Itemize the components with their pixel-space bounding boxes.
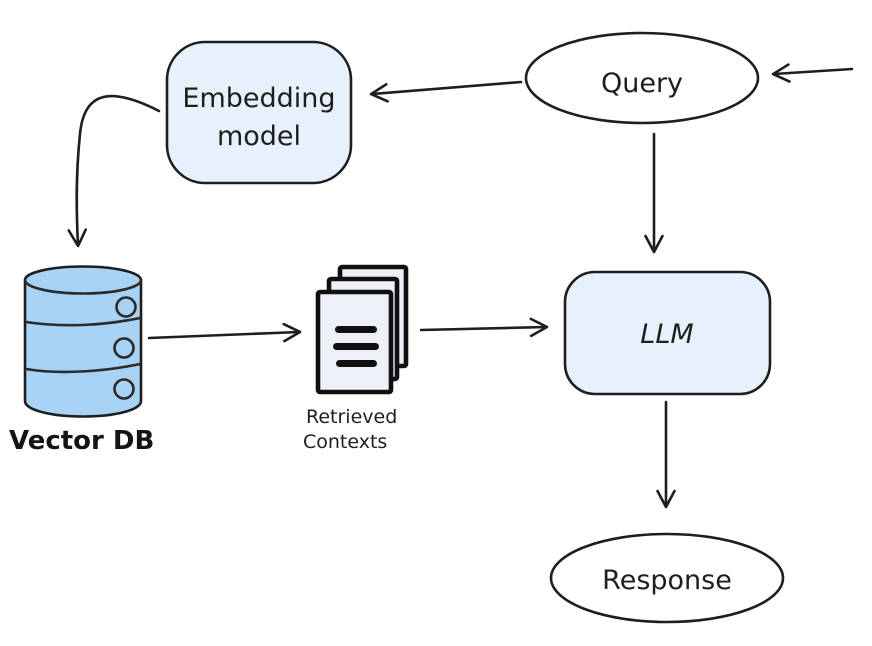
embedding-model-box bbox=[165, 40, 353, 185]
retrieved-contexts-node: Retrieved Contexts bbox=[303, 264, 409, 453]
arrow-external-to-query bbox=[771, 63, 854, 83]
arrow-embedding-model-to-vector-db bbox=[67, 94, 161, 248]
query-node: Query bbox=[524, 31, 760, 125]
vector-db-node: Vector DB bbox=[9, 265, 154, 456]
document-text-line-2 bbox=[333, 343, 379, 350]
query-label: Query bbox=[601, 68, 683, 99]
cylinder-divider-2 bbox=[24, 362, 142, 374]
arrow-retrieved-contexts-to-llm bbox=[419, 317, 549, 338]
cylinder-top-lid bbox=[23, 278, 143, 295]
query-ellipse bbox=[524, 31, 760, 125]
llm-label: LLM bbox=[640, 319, 693, 350]
arrow-vector-db-to-retrieved-contexts bbox=[147, 322, 302, 343]
embedding-model-node: Embedding model bbox=[165, 40, 353, 185]
response-node: Response bbox=[549, 532, 785, 624]
cylinder-dot-3 bbox=[113, 378, 135, 400]
llm-node: LLM bbox=[563, 270, 772, 396]
database-cylinder-icon bbox=[23, 265, 143, 418]
embedding-model-label-line1: Embedding bbox=[182, 83, 335, 114]
document-text-line-1 bbox=[335, 326, 377, 333]
llm-box bbox=[563, 270, 772, 396]
vector-db-label: Vector DB bbox=[9, 426, 154, 456]
arrow-query-to-embedding-model bbox=[369, 80, 523, 103]
cylinder-dot-1 bbox=[115, 296, 137, 318]
embedding-model-label-line2: model bbox=[217, 121, 301, 152]
retrieved-contexts-label-line1: Retrieved bbox=[306, 406, 397, 428]
retrieved-contexts-label-line2: Contexts bbox=[303, 431, 387, 453]
document-text-line-3 bbox=[336, 360, 377, 367]
cylinder-divider-1 bbox=[24, 316, 142, 327]
response-label: Response bbox=[602, 565, 732, 596]
document-page-front bbox=[315, 289, 394, 395]
response-ellipse bbox=[549, 532, 785, 624]
cylinder-dot-2 bbox=[113, 337, 135, 359]
